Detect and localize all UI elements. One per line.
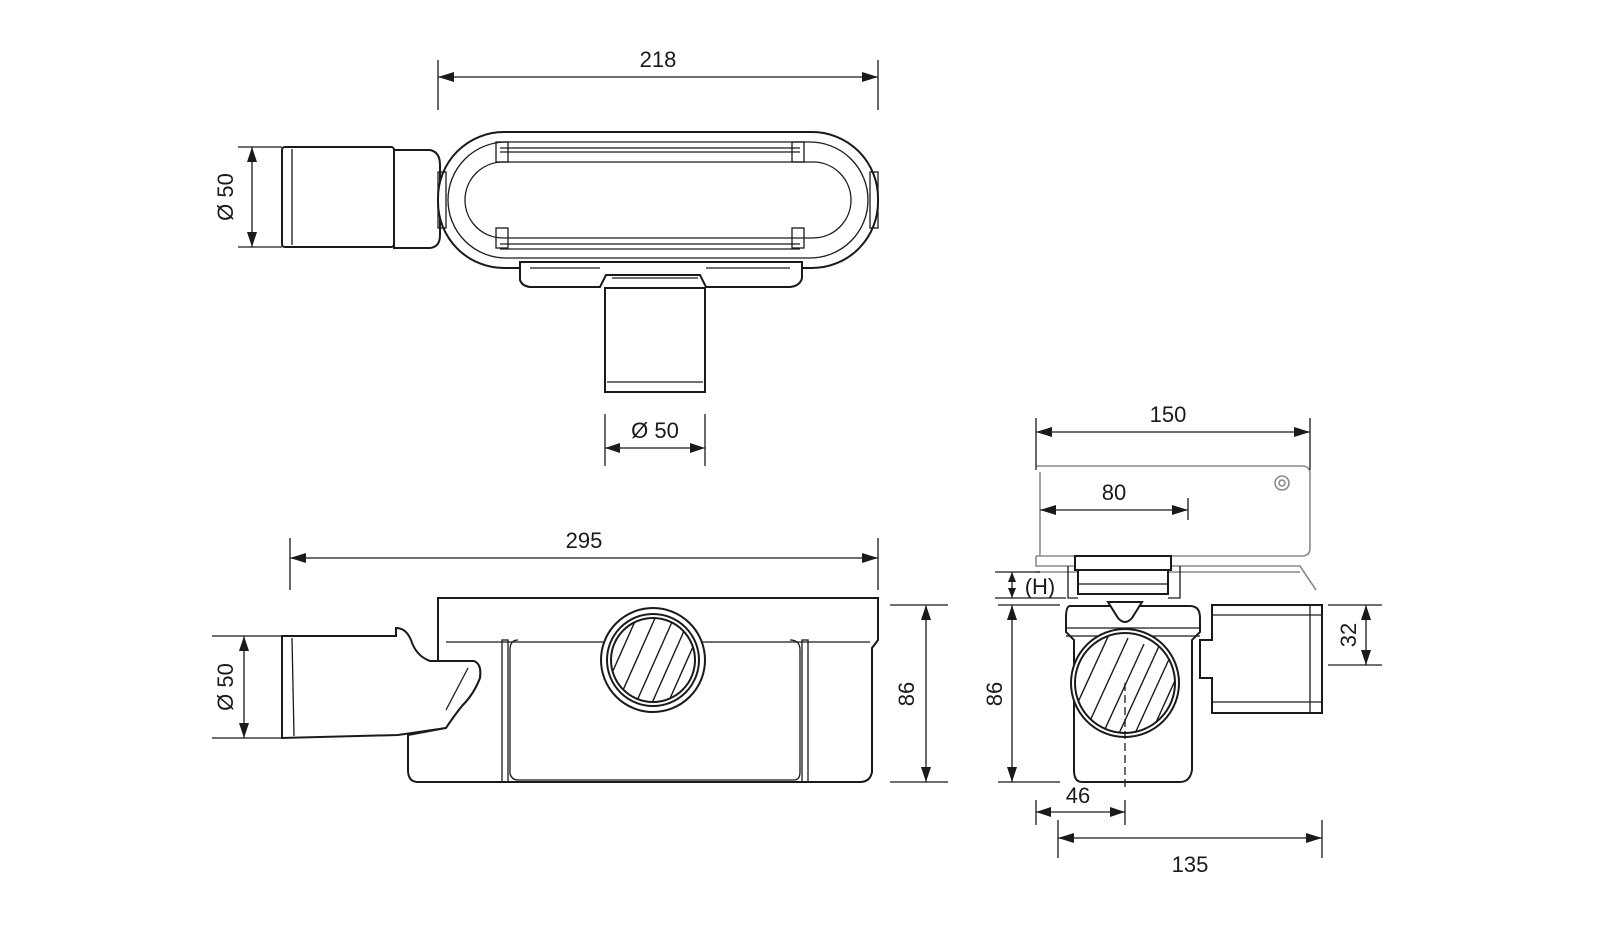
dim-side-length-label: 295 <box>566 528 603 553</box>
dim-top-outlet-label: Ø 50 <box>631 418 679 443</box>
dim-side-inlet: Ø 50 <box>212 635 282 739</box>
dim-top-length: 218 <box>437 47 879 110</box>
dim-top-inlet: Ø 50 <box>213 146 282 248</box>
dim-end-body-height-label: 86 <box>982 682 1007 706</box>
dim-end-adjustable: (H) <box>995 571 1066 599</box>
end-view <box>1035 465 1323 790</box>
dim-side-length: 295 <box>289 528 879 590</box>
dim-end-body-width-label: 135 <box>1172 852 1209 877</box>
top-oval-body <box>437 131 879 269</box>
dim-end-opening: 80 <box>1040 480 1189 520</box>
dim-end-body-width: 135 <box>1057 820 1323 877</box>
dim-end-grate-width-label: 150 <box>1150 402 1187 427</box>
dim-top-length-label: 218 <box>640 47 677 72</box>
dim-end-outlet-offset-label: 46 <box>1066 783 1090 808</box>
side-view <box>281 597 879 783</box>
dim-end-adjustable-label: (H) <box>1025 574 1056 599</box>
dim-side-inlet-label: Ø 50 <box>213 663 238 711</box>
top-outlet-pipe <box>519 261 803 393</box>
side-outlet-section <box>600 607 706 713</box>
dim-top-inlet-label: Ø 50 <box>213 173 238 221</box>
dim-end-outlet-offset: 46 <box>1035 783 1126 825</box>
dim-end-outlet-height-label: 32 <box>1336 623 1361 647</box>
dim-side-height-label: 86 <box>894 682 919 706</box>
dim-top-outlet: Ø 50 <box>604 414 706 466</box>
dim-end-grate-width: 150 <box>1035 402 1311 470</box>
dim-end-opening-label: 80 <box>1102 480 1126 505</box>
dim-end-outlet-height: 32 <box>1328 604 1382 666</box>
end-outlet-section <box>1070 628 1180 790</box>
dim-end-body-height: 86 <box>982 604 1060 783</box>
top-view <box>281 131 879 393</box>
dim-side-height: 86 <box>890 604 948 783</box>
top-inlet-pipe <box>281 146 441 249</box>
end-outlet-pipe <box>1199 604 1323 714</box>
end-insert <box>1067 555 1181 599</box>
